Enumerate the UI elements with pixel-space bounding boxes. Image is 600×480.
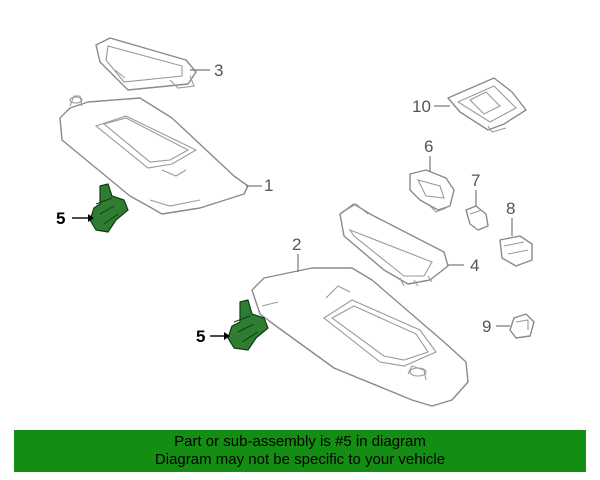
arrow-5-upper: [88, 214, 94, 222]
callout-4[interactable]: 4: [470, 256, 479, 275]
part-5-clip-lower[interactable]: [227, 299, 269, 351]
part-8-socket[interactable]: [499, 235, 533, 267]
callout-5-upper[interactable]: 5: [56, 209, 65, 228]
callout-10[interactable]: 10: [412, 97, 431, 116]
notice-line-2: Diagram may not be specific to your vehi…: [154, 451, 446, 468]
callout-9[interactable]: 9: [482, 317, 491, 336]
part-1-sun-visor[interactable]: [59, 95, 249, 215]
part-2-sun-visor[interactable]: [251, 267, 469, 407]
callout-6[interactable]: 6: [424, 137, 433, 156]
callout-5-lower[interactable]: 5: [196, 327, 205, 346]
callout-7[interactable]: 7: [471, 171, 480, 190]
part-5-clip-upper[interactable]: [89, 183, 129, 233]
part-7-bulb[interactable]: [465, 205, 489, 231]
part-9-clip[interactable]: [509, 313, 535, 339]
part-4-mirror-cover[interactable]: [339, 203, 449, 287]
part-6-bracket[interactable]: [409, 169, 455, 213]
callout-8[interactable]: 8: [506, 199, 515, 218]
part-3-mirror-cover[interactable]: [95, 37, 197, 91]
callout-1[interactable]: 1: [264, 176, 273, 195]
parts-diagram: 3 1 5 10 6 7: [56, 37, 535, 407]
notice-line-1: Part or sub-assembly is #5 in diagram: [174, 433, 426, 450]
part-10-lamp[interactable]: [447, 77, 527, 133]
callout-3[interactable]: 3: [214, 61, 223, 80]
arrow-5-lower: [224, 332, 230, 340]
callout-2[interactable]: 2: [292, 235, 301, 254]
notice-banner: Part or sub-assembly is #5 in diagram Di…: [14, 430, 586, 472]
